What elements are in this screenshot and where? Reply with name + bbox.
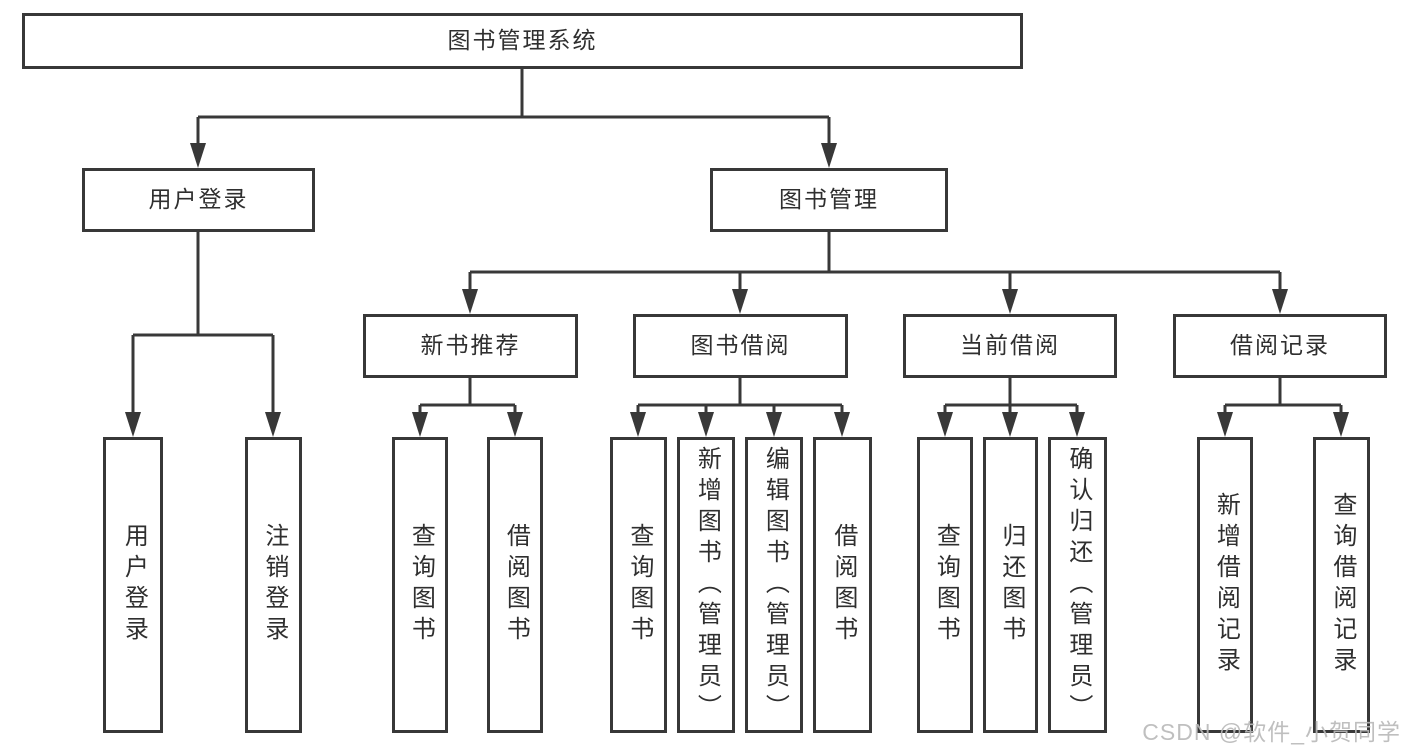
leaf-current-confirm-return-admin: 确认归还（管理员） <box>1048 437 1107 733</box>
leaf-borrow-edit-book-admin: 编辑图书（管理员） <box>745 437 803 733</box>
node-book-management: 图书管理 <box>710 168 948 232</box>
node-current-borrow: 当前借阅 <box>903 314 1117 378</box>
leaf-borrow-borrow-book: 借阅图书 <box>813 437 872 733</box>
leaf-current-return-book: 归还图书 <box>983 437 1038 733</box>
leaf-borrow-query-book: 查询图书 <box>610 437 667 733</box>
node-user-login: 用户登录 <box>82 168 315 232</box>
csdn-watermark: CSDN @软件_小贺同学 <box>1142 719 1401 745</box>
arrowheads <box>125 143 1349 437</box>
leaf-user-login: 用户登录 <box>103 437 163 733</box>
node-root-system: 图书管理系统 <box>22 13 1023 69</box>
node-new-book-recommend: 新书推荐 <box>363 314 578 378</box>
node-book-borrow: 图书借阅 <box>633 314 848 378</box>
leaf-logout: 注销登录 <box>245 437 302 733</box>
node-borrow-record: 借阅记录 <box>1173 314 1387 378</box>
leaf-recommend-borrow-book: 借阅图书 <box>487 437 543 733</box>
leaf-current-query-book: 查询图书 <box>917 437 973 733</box>
leaf-recommend-query-book: 查询图书 <box>392 437 448 733</box>
leaf-record-query-borrow-record: 查询借阅记录 <box>1313 437 1370 733</box>
leaf-record-add-borrow-record: 新增借阅记录 <box>1197 437 1253 733</box>
leaf-borrow-add-book-admin: 新增图书（管理员） <box>677 437 735 733</box>
